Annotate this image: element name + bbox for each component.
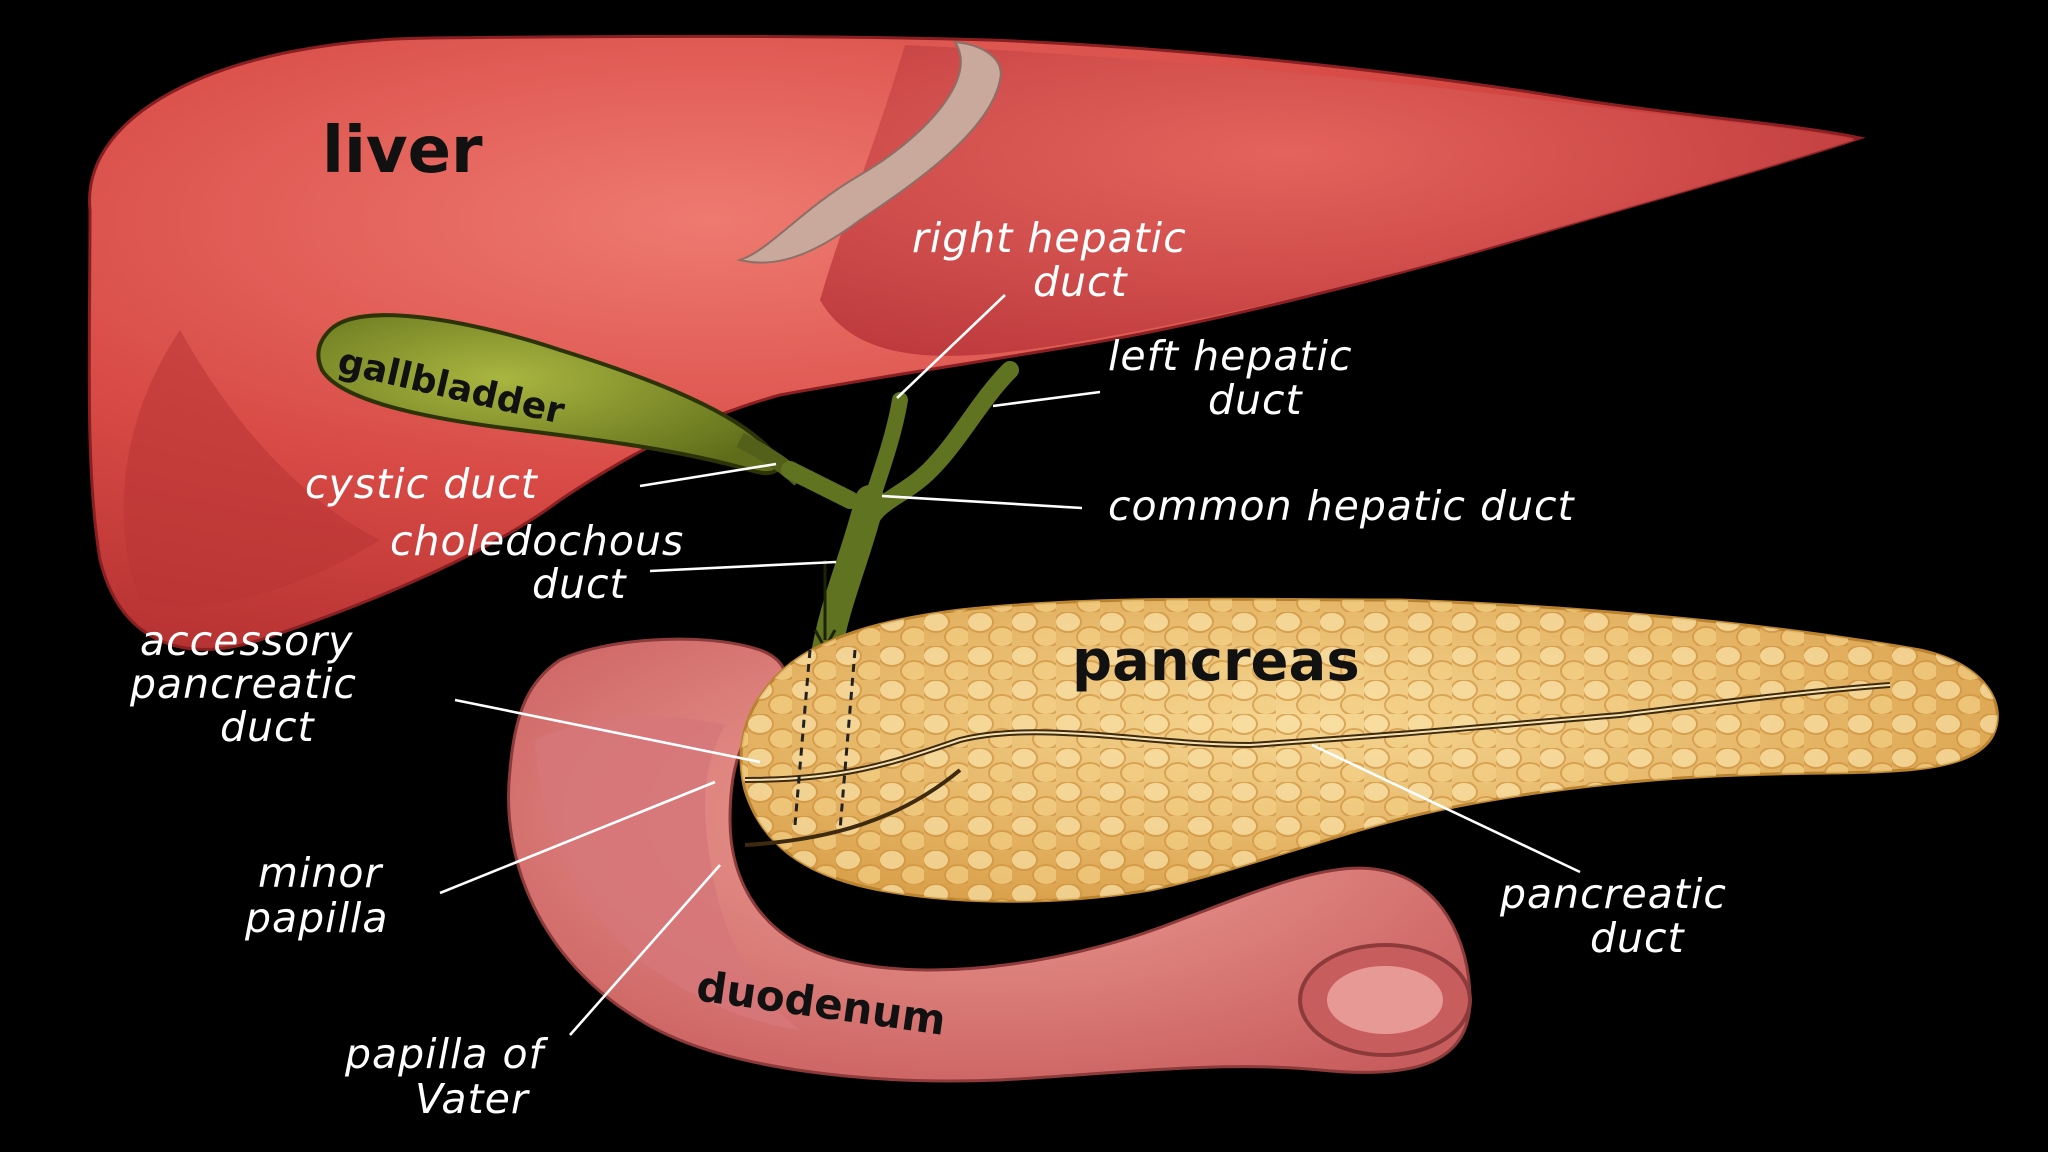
- intrapancreatic-bile-duct: [793, 649, 857, 831]
- cystic-duct: [781, 461, 859, 509]
- label-papilla-vater-line1: papilla of: [344, 1030, 549, 1078]
- annotations: right hepatic duct left hepatic duct cys…: [129, 214, 1727, 1123]
- label-choledochous-duct-line2: duct: [532, 560, 628, 608]
- duodenum: duodenum: [507, 637, 1472, 1083]
- label-choledochous-duct-line1: choledochous: [390, 517, 684, 565]
- label-left-hepatic-duct-line2: duct: [1208, 376, 1304, 424]
- leader-cystic-duct: [639, 462, 777, 488]
- liver: liver: [87, 34, 1866, 651]
- liver-label: liver: [322, 114, 483, 188]
- pancreas-label: pancreas: [1072, 629, 1360, 694]
- accessory-pancreatic-duct: [744, 768, 962, 847]
- label-right-hepatic-duct-line2: duct: [1033, 258, 1129, 306]
- pancreas: pancreas: [739, 597, 1999, 903]
- leader-choledochous: [649, 560, 837, 573]
- label-minor-papilla-line2: papilla: [244, 894, 388, 942]
- falciform-ligament: [736, 40, 1002, 264]
- leader-pancreatic-duct: [1311, 743, 1581, 874]
- label-papilla-vater-line2: Vater: [415, 1075, 530, 1123]
- leader-accessory-duct: [454, 698, 761, 764]
- leader-minor-papilla: [439, 780, 716, 895]
- leader-right-hepatic: [896, 294, 1006, 399]
- label-accessory-duct-line1: accessory: [140, 617, 353, 665]
- label-right-hepatic-duct-line1: right hepatic: [912, 214, 1187, 262]
- label-pancreatic-duct-line1: pancreatic: [1499, 870, 1727, 918]
- label-left-hepatic-duct-line1: left hepatic: [1108, 332, 1353, 380]
- label-accessory-duct-line2: pancreatic: [129, 660, 357, 708]
- leader-left-hepatic: [992, 390, 1101, 408]
- label-accessory-duct-line3: duct: [220, 703, 316, 751]
- label-cystic-duct: cystic duct: [305, 460, 539, 508]
- leader-common-hepatic: [881, 494, 1083, 510]
- label-common-hepatic-duct: common hepatic duct: [1108, 482, 1576, 530]
- leader-papilla-vater: [569, 864, 721, 1036]
- label-minor-papilla-line1: minor: [258, 849, 383, 897]
- label-pancreatic-duct-line2: duct: [1590, 914, 1686, 962]
